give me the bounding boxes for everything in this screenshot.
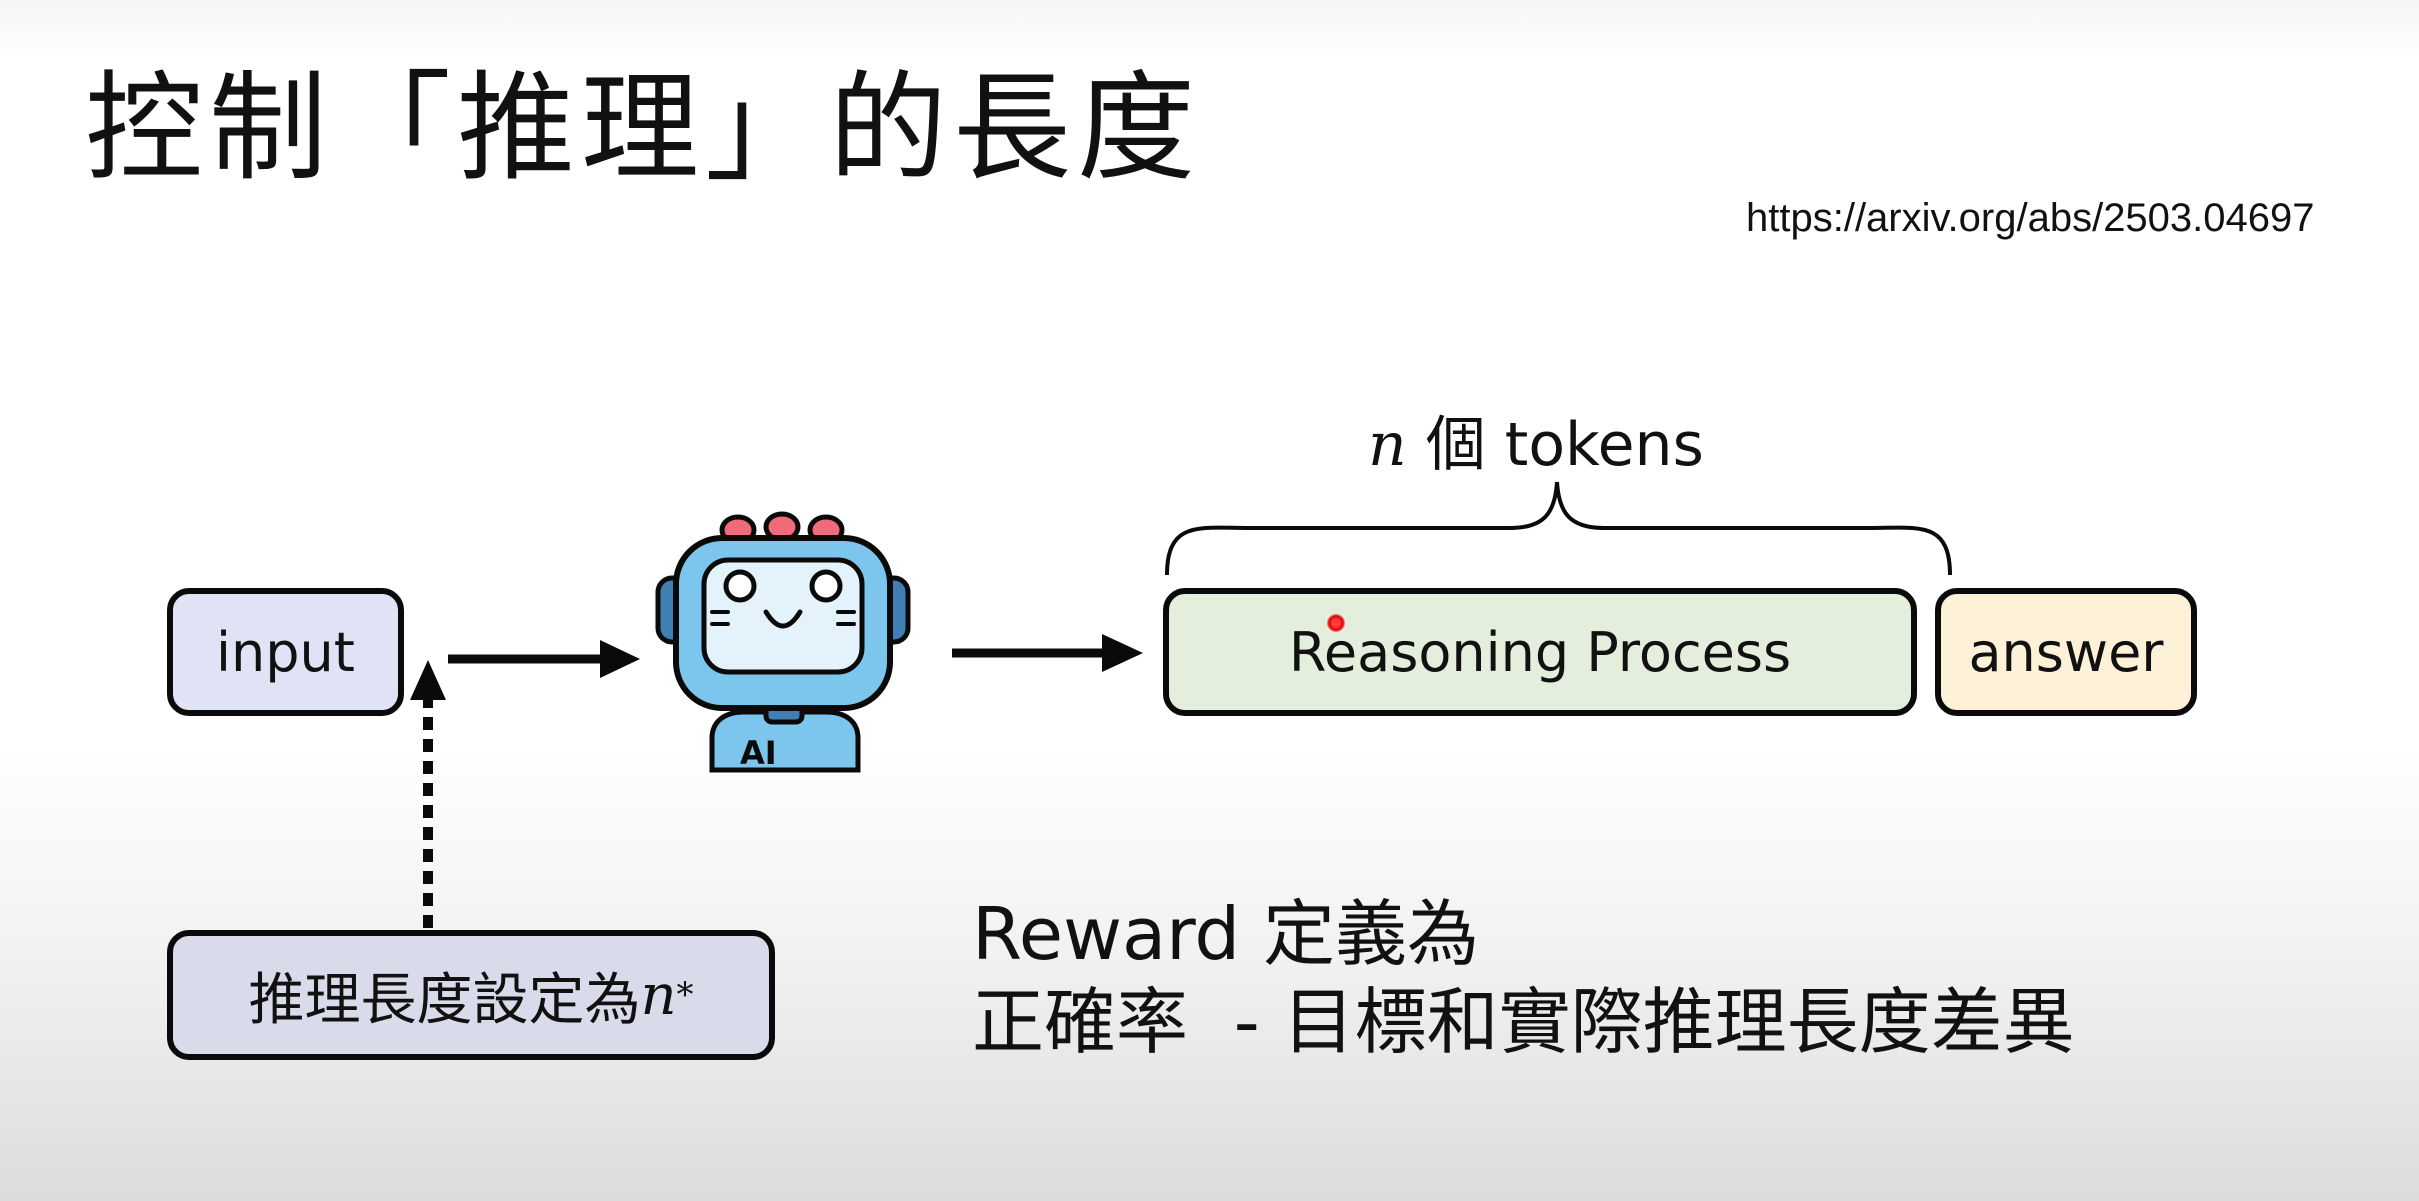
robot-smile [763, 609, 803, 629]
robot-body [709, 709, 861, 773]
answer-label: answer [1968, 620, 2164, 684]
input-box: input [167, 588, 404, 716]
arrow-robot-to-reasoning [952, 634, 1143, 672]
robot-left-eye [723, 569, 757, 603]
curly-brace [1165, 481, 1952, 576]
reward-line-1: Reward 定義為 [972, 892, 1480, 976]
reasoning-label: Reasoning Process [1288, 620, 1792, 684]
ai-robot-icon: AI [655, 511, 911, 773]
laser-pointer-dot [1327, 614, 1345, 632]
input-label: input [216, 620, 355, 684]
length-subscript: * [676, 975, 694, 1015]
answer-box: answer [1935, 588, 2197, 716]
reasoning-process-box: Reasoning Process [1163, 588, 1917, 716]
length-variable: n [640, 962, 677, 1028]
tokens-text: 個 tokens [1406, 410, 1704, 480]
tokens-variable: n [1368, 410, 1407, 480]
robot-right-eye [809, 569, 843, 603]
tokens-label: n 個 tokens [1368, 396, 1704, 483]
robot-cheek-lines [710, 610, 856, 626]
reward-definition: Reward 定義為正確率 - 目標和實際推理長度差異 [972, 890, 2075, 1066]
dotted-arrow-length-to-input [410, 660, 446, 928]
reward-line-2: 正確率 - 目標和實際推理長度差異 [972, 980, 2075, 1064]
arrow-input-to-robot [448, 640, 640, 678]
source-url[interactable]: https://arxiv.org/abs/2503.04697 [1746, 196, 2315, 240]
slide-title: 控制「推理」的長度 [85, 59, 1202, 197]
robot-badge-text: AI [740, 734, 777, 772]
length-setting-text: 推理長度設定為 [248, 967, 641, 1033]
length-setting-box: 推理長度設定為 n* [167, 930, 775, 1060]
